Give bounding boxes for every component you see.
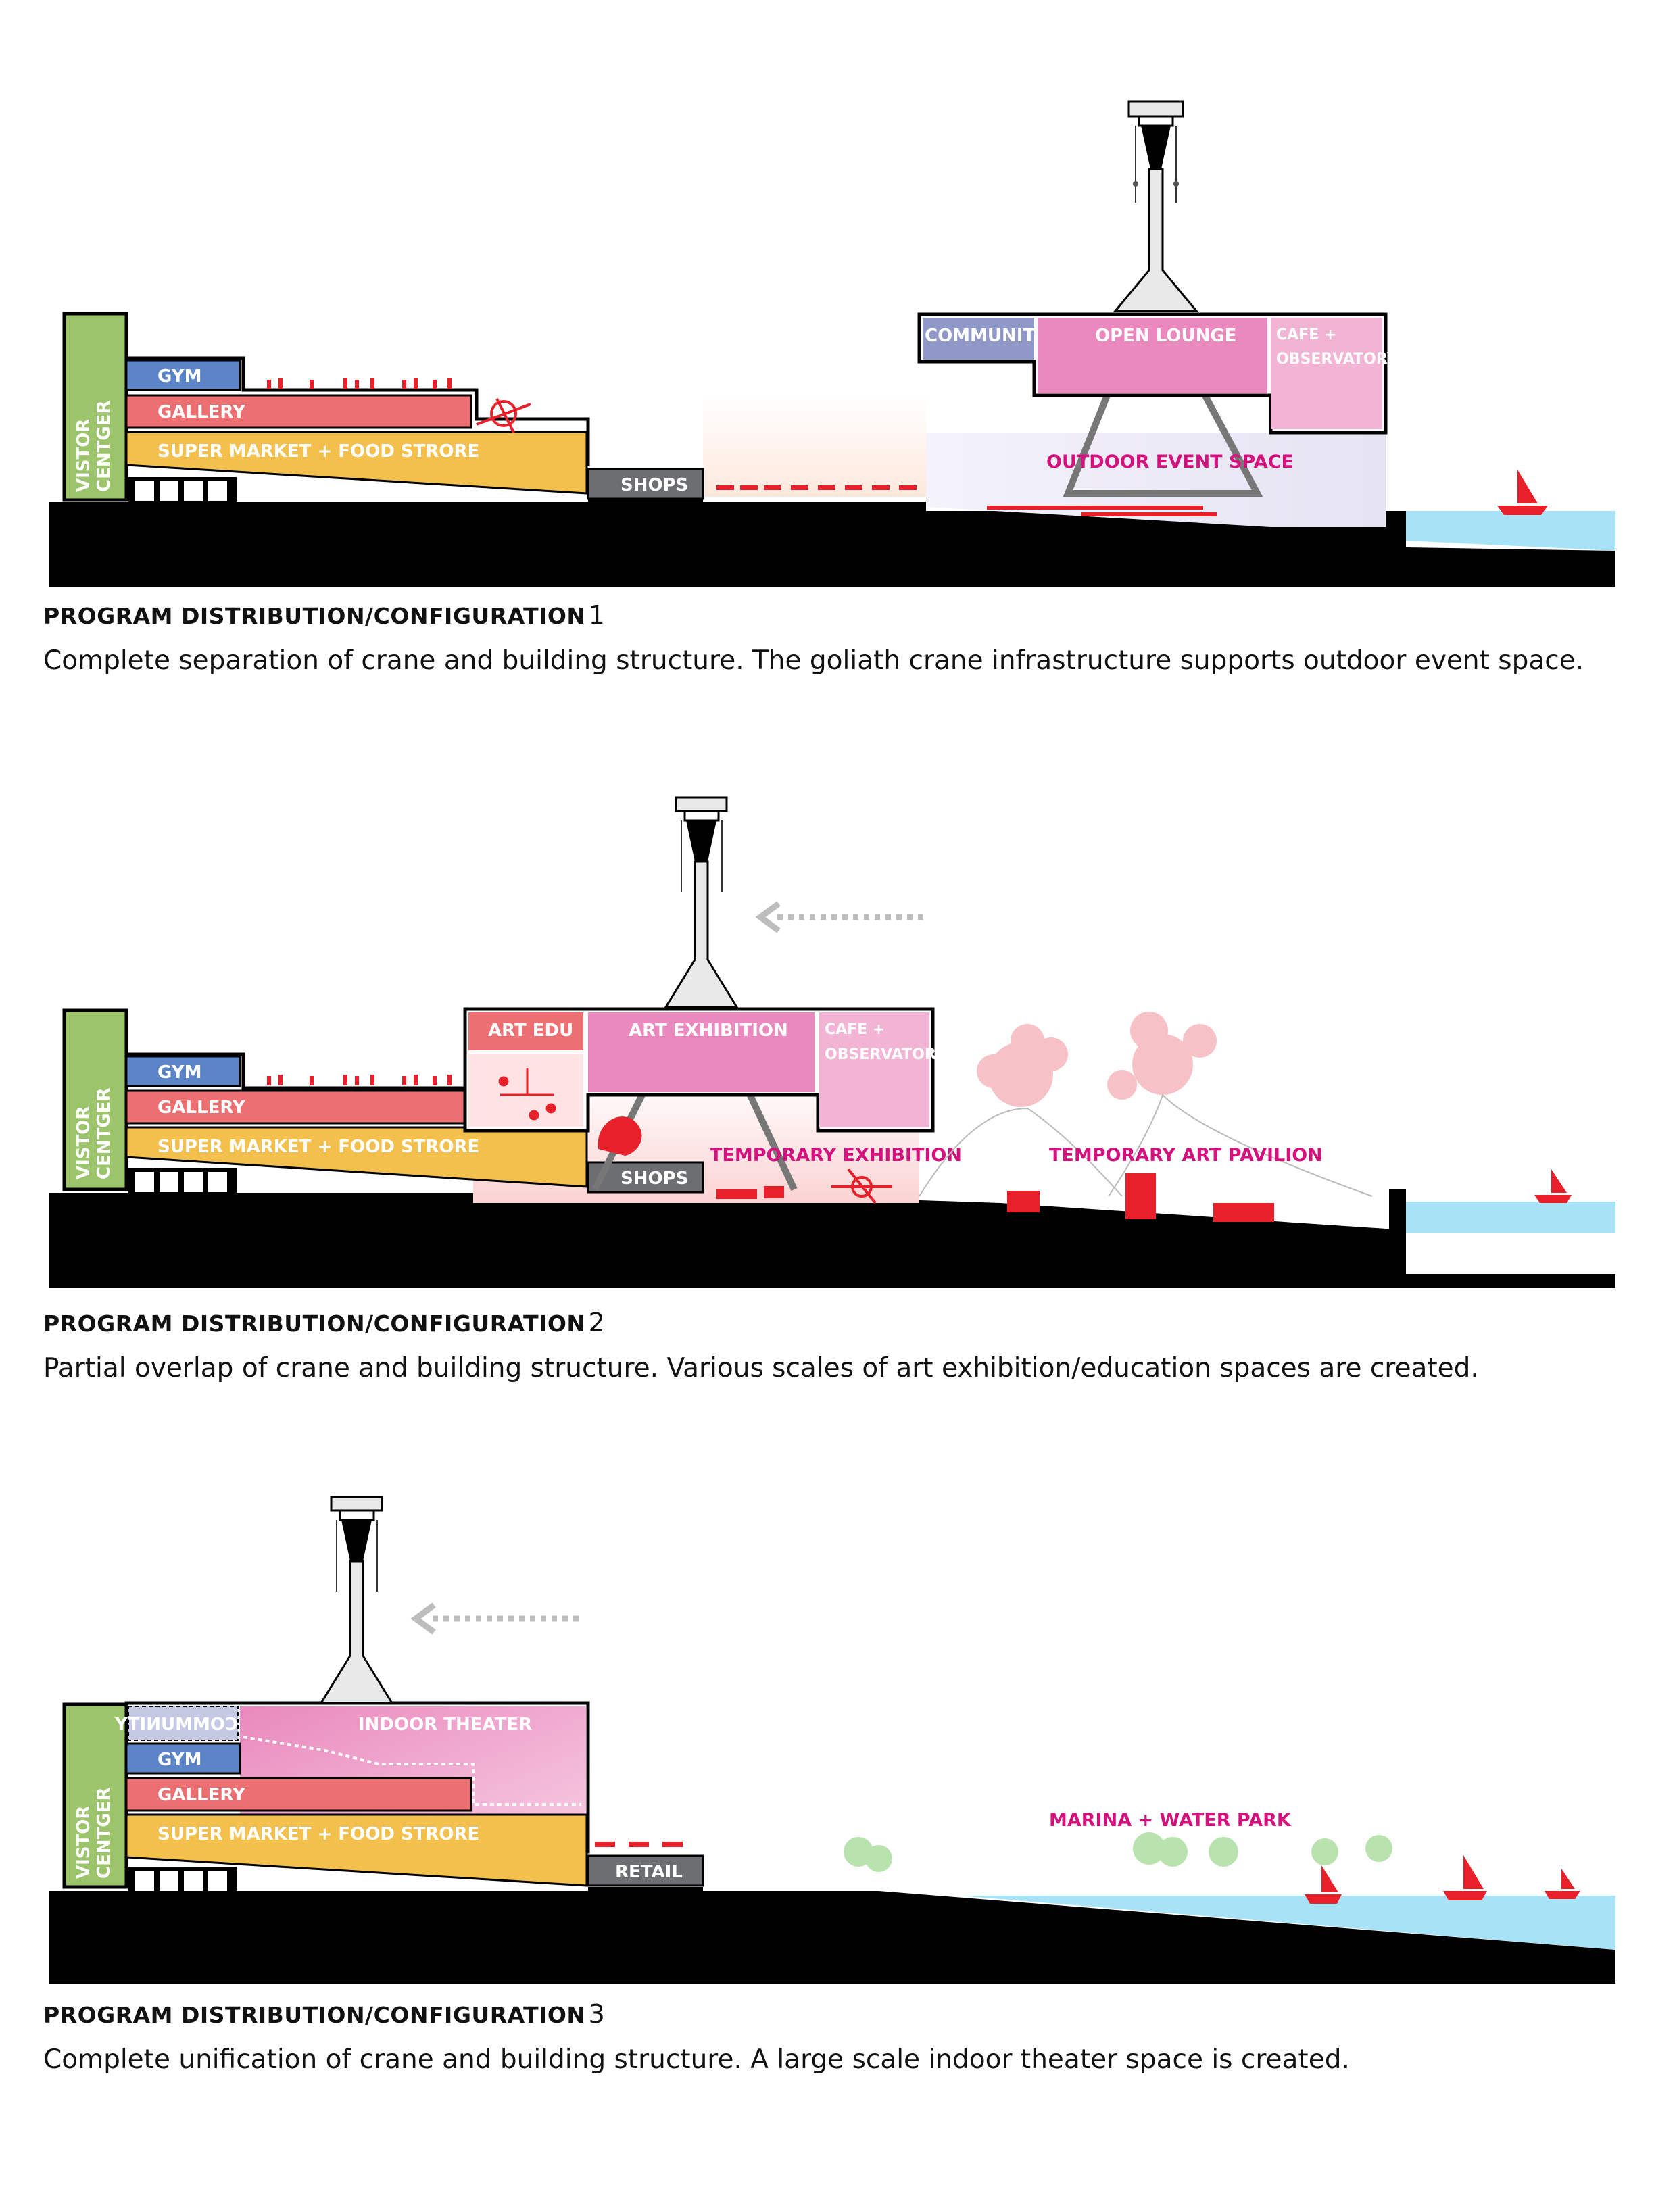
umbrella-icons [595, 1842, 683, 1847]
gym-block [125, 359, 241, 391]
supermarket-label: SUPER MARKET + FOOD STRORE [157, 441, 479, 462]
community-label: COMMUNITY [925, 326, 1048, 346]
visitor-label-2: CENTGER [94, 1088, 114, 1179]
cafe-label-1: CAFE + [825, 1021, 885, 1038]
cafe-label-1: CAFE + [1276, 326, 1336, 343]
section-1-diagram: VISTOR CENTGER GYM GALLERY SUPER MARKET … [49, 100, 1615, 587]
gallery-label: GALLERY [157, 1098, 246, 1118]
temporary-exhibition-label: TEMPORARY EXHIBITION [710, 1145, 962, 1166]
water [1406, 511, 1615, 551]
sculpture-icon [498, 1068, 556, 1121]
supermarket-block [125, 1126, 588, 1188]
shops-label: SHOPS [621, 1169, 688, 1189]
gallery-block [125, 394, 472, 429]
sailboat-icon [1497, 470, 1548, 515]
people-icons [267, 378, 452, 389]
drone-icon [831, 1168, 892, 1204]
visitor-center-block [62, 1702, 128, 1889]
community-block [923, 318, 1034, 360]
supermarket-block [125, 431, 588, 495]
open-lounge-label: OPEN LOUNGE [1095, 326, 1236, 346]
heading-number: 3 [588, 1999, 606, 2029]
gym-label: GYM [157, 366, 201, 387]
retail-label: RETAIL [615, 1862, 683, 1882]
tree-icons [844, 1832, 1392, 1872]
visitor-label-1: VISTOR [74, 1806, 94, 1879]
umbrella-icons [716, 485, 917, 490]
marina-label: MARINA + WATER PARK [1049, 1810, 1292, 1831]
gallery-block [125, 1777, 472, 1812]
visitor-label-2: CENTGER [94, 1788, 114, 1879]
gallery-label: GALLERY [157, 402, 246, 422]
heading-text: PROGRAM DISTRIBUTION/CONFIGURATION [43, 603, 586, 629]
heading-number: 1 [588, 600, 606, 630]
gym-label: GYM [157, 1750, 201, 1770]
visitor-label-1: VISTOR [74, 1106, 94, 1179]
section-3-diagram: VISTOR CENTGER INDOOR THEATER COMMUNITY … [49, 1496, 1615, 1984]
heading-number: 2 [588, 1308, 606, 1337]
visitor-label-1: VISTOR [74, 419, 94, 492]
retail-block [587, 1854, 704, 1887]
statue-icon [598, 1116, 642, 1156]
outdoor-event-label: OUTDOOR EVENT SPACE [1046, 451, 1294, 472]
gym-label: GYM [157, 1062, 201, 1083]
ground [49, 1887, 1615, 1984]
section-3-description: Complete unification of crane and buildi… [43, 2044, 1350, 2075]
ground [49, 1188, 1615, 1288]
section-2-description: Partial overlap of crane and building st… [43, 1353, 1479, 1383]
sailboat-icons [1305, 1855, 1580, 1904]
water [1406, 1202, 1615, 1233]
section-2: VISTOR CENTGER GYM GALLERY SUPER MARKET … [0, 757, 1677, 1433]
section-1-description: Complete separation of crane and buildin… [43, 645, 1584, 676]
supermarket-block [125, 1813, 588, 1887]
art-edu-label: ART EDU [488, 1021, 573, 1041]
sailboat-icon [1534, 1169, 1572, 1203]
section-2-diagram: VISTOR CENTGER GYM GALLERY SUPER MARKET … [49, 796, 1615, 1288]
art-edu-block [468, 1012, 583, 1050]
visitor-center-block [62, 312, 128, 502]
section-1: VISTOR CENTGER GYM GALLERY SUPER MARKET … [0, 0, 1677, 703]
section-3: VISTOR CENTGER INDOOR THEATER COMMUNITY … [0, 1473, 1677, 2212]
balloon-icons [977, 1012, 1217, 1107]
arrow-left-icon [755, 901, 926, 933]
crane-icon [591, 796, 798, 1191]
community-block [128, 1706, 239, 1741]
cafe-label-2: OBSERVATORY [1276, 351, 1399, 368]
open-lounge-block [1038, 318, 1267, 393]
crane-icon [319, 1496, 394, 1704]
supermarket-label: SUPER MARKET + FOOD STRORE [157, 1824, 479, 1844]
shops-label: SHOPS [621, 475, 688, 495]
gym-block [125, 1742, 241, 1775]
art-exhibition-label: ART EXHIBITION [629, 1021, 788, 1041]
arrow-left-icon [410, 1602, 581, 1635]
visitor-center-block [62, 1008, 128, 1191]
drone-icon [476, 398, 531, 433]
shops-block [587, 468, 704, 500]
water [960, 1896, 1615, 1950]
community-label: COMMUNITY [114, 1715, 238, 1735]
gym-block [125, 1055, 241, 1087]
cafe-block [819, 1012, 929, 1127]
gallery-block [125, 1089, 472, 1125]
temporary-pavilion-label: TEMPORARY ART PAVILION [1049, 1145, 1323, 1166]
heading-text: PROGRAM DISTRIBUTION/CONFIGURATION [43, 1310, 586, 1337]
cafe-label-2: OBSERVATORY [825, 1046, 947, 1063]
art-exhibition-block [588, 1012, 815, 1092]
people-icons [267, 1075, 452, 1085]
gallery-label: GALLERY [157, 1785, 246, 1805]
cafe-block [1271, 318, 1382, 429]
indoor-theater-label: INDOOR THEATER [358, 1715, 532, 1735]
visitor-label-2: CENTGER [94, 401, 114, 492]
outdoor-event-area [926, 433, 1386, 527]
supermarket-label: SUPER MARKET + FOOD STRORE [157, 1137, 479, 1157]
heading-text: PROGRAM DISTRIBUTION/CONFIGURATION [43, 2002, 586, 2028]
